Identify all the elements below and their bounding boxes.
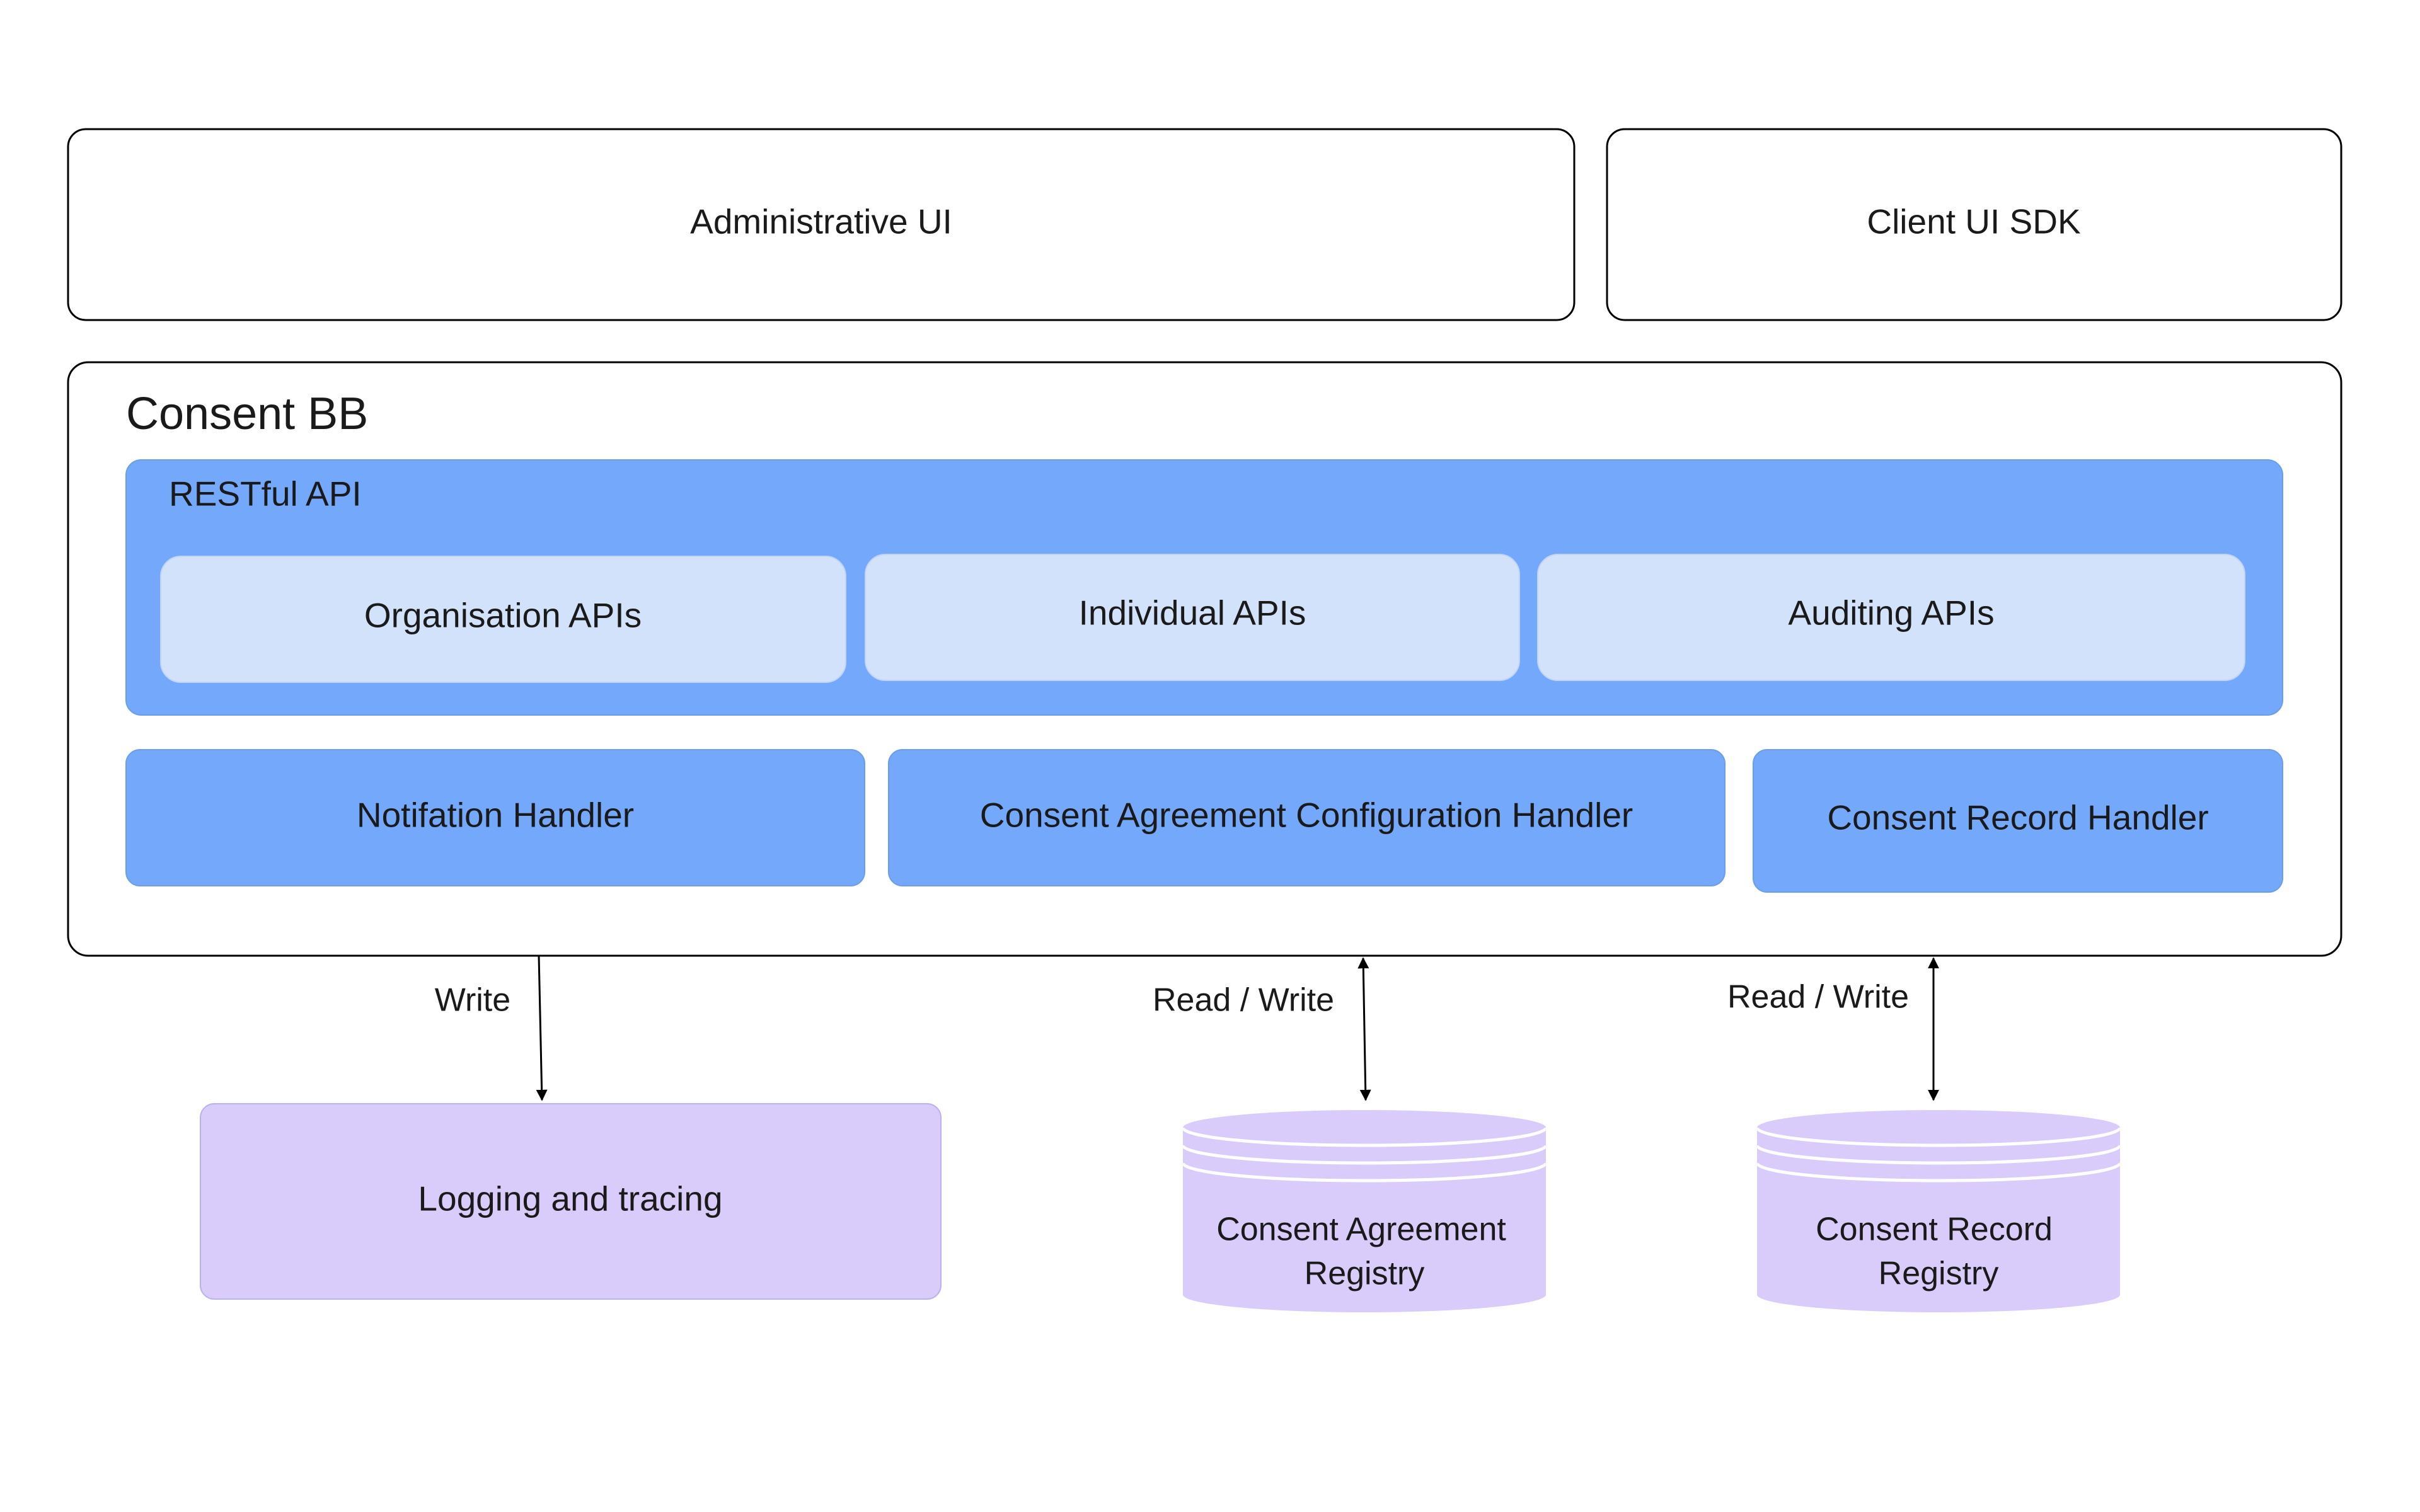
write-label: Write [435,982,510,1019]
consent-agreement-configuration-handler-box: Consent Agreement Configuration Handler [888,749,1726,886]
individual-apis-box: Individual APIs [865,554,1520,681]
logging-tracing-label: Logging and tracing [418,1179,722,1218]
consent-record-registry-db: Consent Record Registry [1755,1110,2122,1312]
consent-bb-title: Consent BB [126,389,368,439]
consent-record-handler-label: Consent Record Handler [1827,798,2208,837]
individual-apis-label: Individual APIs [1079,593,1306,633]
restful-api-title: RESTful API [169,474,362,513]
consent-record-registry-label-line1: Consent Record [1816,1211,2053,1248]
consent-record-registry-label-line2: Registry [1879,1256,1999,1292]
write-connection: Write [435,955,548,1101]
consent-agreement-registry-db: Consent Agreement Registry [1181,1110,1548,1312]
agreement-read-write-label: Read / Write [1153,982,1334,1019]
organisation-apis-label: Organisation APIs [364,596,642,635]
auditing-apis-box: Auditing APIs [1537,554,2245,681]
organisation-apis-box: Organisation APIs [160,556,846,683]
restful-api-block: RESTful API Organisation APIs Individual… [125,459,2283,716]
record-read-write-connection: Read / Write [1727,957,1939,1101]
auditing-apis-label: Auditing APIs [1788,593,1994,633]
administrative-ui-box: Administrative UI [67,128,1576,321]
consent-bb-container: Consent BB RESTful API Organisation APIs… [67,361,2342,957]
agreement-read-write-arrow [1357,957,1371,1101]
administrative-ui-label: Administrative UI [690,202,952,241]
record-read-write-label: Read / Write [1727,979,1909,1016]
agreement-read-write-connection: Read / Write [1153,957,1371,1101]
notification-handler-label: Notifation Handler [357,796,634,835]
write-arrow [536,955,548,1101]
logging-tracing-box: Logging and tracing [200,1103,942,1300]
consent-agreement-registry-label-line2: Registry [1305,1256,1425,1292]
consent-agreement-configuration-handler-label: Consent Agreement Configuration Handler [980,796,1633,835]
notification-handler-box: Notifation Handler [125,749,865,886]
consent-agreement-registry-label-line1: Consent Agreement [1216,1211,1506,1248]
client-ui-sdk-box: Client UI SDK [1606,128,2342,321]
client-ui-sdk-label: Client UI SDK [1867,202,2081,241]
consent-record-handler-box: Consent Record Handler [1753,749,2283,893]
